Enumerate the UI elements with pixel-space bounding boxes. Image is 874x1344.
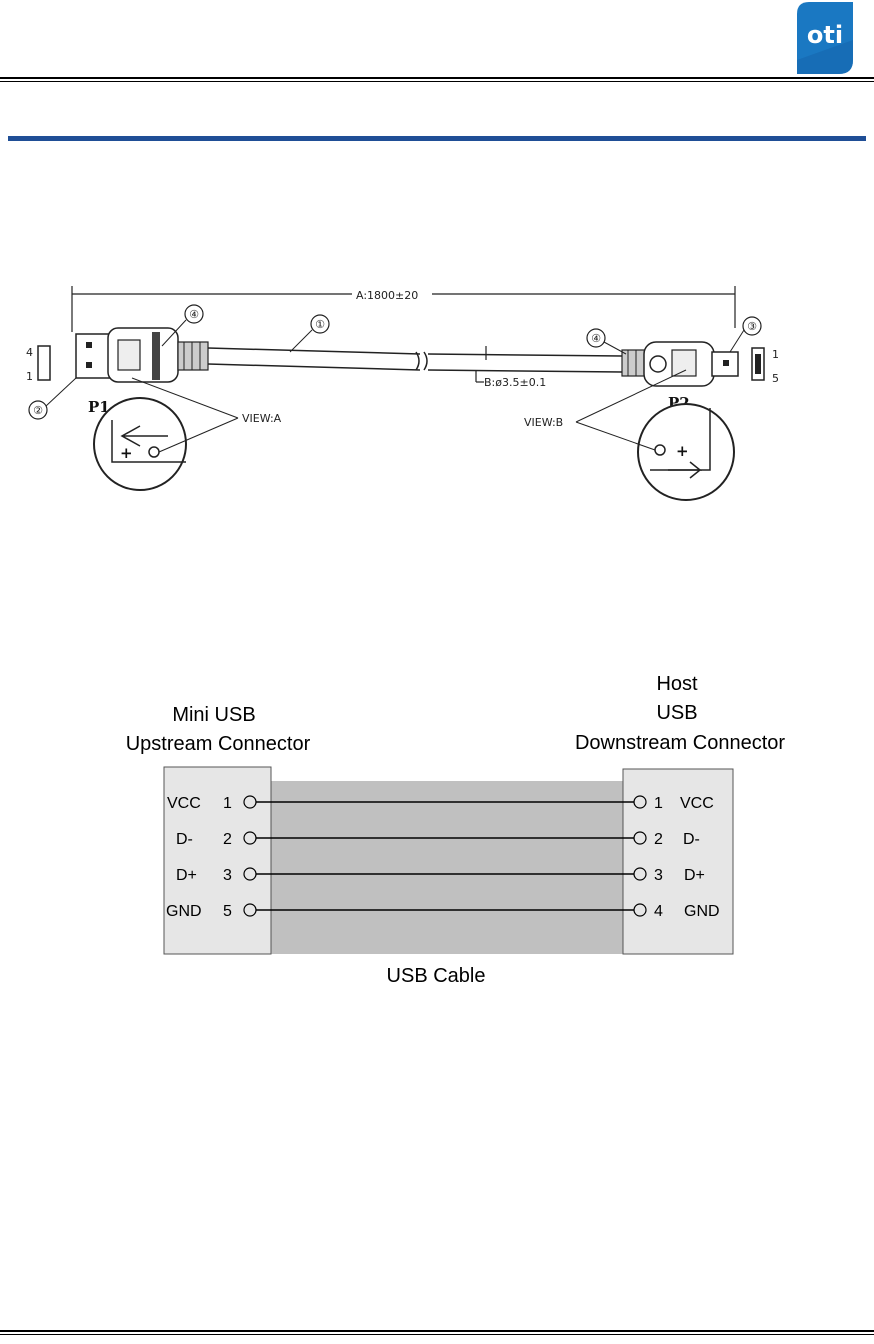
left-terminal [244,868,256,880]
header-rule-thin [0,81,874,82]
left-pin-number: 3 [223,867,232,884]
right-pin-name: D- [683,831,700,848]
left-pin-name: GND [166,903,202,920]
left-pin-name: VCC [167,795,201,812]
right-pin-top-label: 1 [772,348,779,361]
left-terminal [244,904,256,916]
right-pin-name: GND [684,903,720,920]
dimension-b-label: B:ø3.5±0.1 [484,376,546,389]
view-a-label: VIEW:A [242,412,282,425]
footer-rule-thin [0,1334,874,1335]
callout-4-right: ④ [591,332,601,345]
callout-4-left: ④ [189,308,199,321]
p1-plus-sign: + [120,444,133,462]
header-rule [0,77,874,79]
right-pin-name: D+ [684,867,705,884]
right-pin-bottom-label: 5 [772,372,779,385]
cable-band [271,781,623,954]
left-pin-number: 5 [223,903,232,920]
right-pin-number: 2 [654,831,663,848]
view-b-label: VIEW:B [524,416,563,429]
left-title-line2: Upstream Connector [126,733,311,755]
callout-3: ③ [747,320,757,333]
cable-label: USB Cable [387,965,486,987]
right-pin-number: 3 [654,867,663,884]
callout-2: ② [33,404,43,417]
dimension-a-label: A:1800±20 [356,289,418,302]
callout-1: ① [315,318,325,331]
section-rule [8,136,866,141]
right-terminal [634,868,646,880]
left-pin-name: D- [176,831,193,848]
usb-wiring-schematic: Mini USB Upstream Connector Host USB Dow… [0,660,874,990]
right-pin-number: 1 [654,795,663,812]
right-pin-number: 4 [654,903,663,920]
oti-logo: oti [795,0,855,76]
right-pin-name: VCC [680,795,714,812]
right-title-line3: Downstream Connector [575,732,785,754]
right-title-line1: Host [656,673,698,695]
right-terminal [634,796,646,808]
right-title-line2: USB [656,702,697,724]
left-pin-top-label: 4 [26,346,33,359]
right-terminal [634,904,646,916]
left-pin-number: 2 [223,831,232,848]
left-pin-number: 1 [223,795,232,812]
right-terminal [634,832,646,844]
logo-text: oti [807,21,843,49]
footer-rule [0,1330,874,1332]
left-title-line1: Mini USB [172,704,255,726]
cable-drawing: A:1800±20 4 1 B:ø3.5±0.1 [0,270,874,530]
left-terminal [244,832,256,844]
left-pin-bottom-label: 1 [26,370,33,383]
left-pin-name: D+ [176,867,197,884]
p2-plus-sign: + [676,442,689,460]
left-terminal [244,796,256,808]
